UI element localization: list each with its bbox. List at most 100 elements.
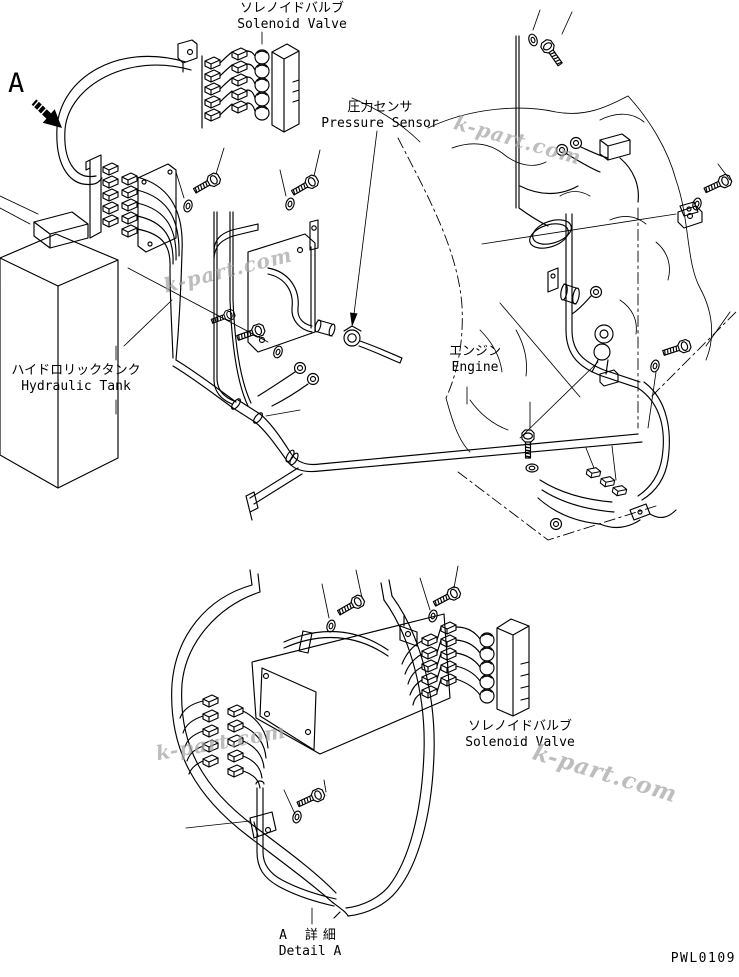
harness-tube — [565, 213, 641, 389]
sensor-body — [343, 329, 361, 347]
connector-pin — [204, 108, 221, 122]
connector-pin — [231, 47, 248, 61]
clamp-body — [563, 283, 577, 305]
wire-loop — [532, 219, 572, 245]
solenoid-valve-bottom-label: ソレノイドバルブ Solenoid Valve — [440, 719, 600, 752]
connector-pin — [202, 709, 219, 723]
clamp-cylinder — [560, 283, 568, 301]
relay-box — [599, 133, 631, 161]
ring-terminal — [293, 361, 307, 375]
engine-harness — [481, 9, 734, 531]
fastener-set-top — [175, 147, 321, 214]
washer — [284, 196, 296, 212]
label-en: Solenoid Valve — [237, 17, 347, 33]
pressure-sensor-label: 圧力センサ Pressure Sensor — [300, 100, 460, 133]
washer — [427, 608, 439, 624]
sensor-base — [593, 343, 611, 361]
arrow-a-icon — [31, 99, 62, 128]
wire — [246, 50, 256, 112]
bracket-plate — [247, 233, 316, 353]
pointer-arrowhead — [350, 312, 358, 327]
tank-top-box — [33, 211, 89, 249]
solenoid-coil — [254, 91, 270, 107]
wire — [64, 64, 192, 178]
boundary-chain-line — [397, 137, 463, 399]
connector-pin — [204, 56, 221, 70]
connector-pin — [202, 694, 219, 708]
wire — [537, 479, 615, 525]
connector-pin — [121, 211, 138, 225]
solenoid-coil — [479, 660, 495, 676]
tank-outline — [0, 233, 119, 489]
washer — [525, 463, 539, 473]
connector-pin — [440, 621, 457, 635]
wire — [169, 251, 183, 361]
connector-pin — [231, 87, 248, 101]
post-bend — [256, 851, 337, 907]
screw-hole — [263, 710, 271, 718]
label-jp: 圧力センサ — [347, 100, 413, 115]
sensor-hole — [599, 329, 609, 339]
pipe-line — [0, 195, 39, 225]
solenoid-valve-top-assembly — [177, 31, 300, 133]
label-en: Solenoid Valve — [465, 735, 575, 751]
washer — [649, 358, 661, 374]
bolt — [191, 171, 223, 197]
solenoid-coil — [254, 63, 270, 79]
connector-pin — [102, 201, 119, 215]
wire — [136, 176, 183, 269]
detail-a-assembly — [171, 565, 530, 925]
rod — [229, 211, 252, 407]
leader-line — [481, 213, 731, 439]
harness-sweep — [171, 584, 333, 903]
label-en: Hydraulic Tank — [21, 379, 131, 395]
fitting-cap — [253, 412, 263, 424]
plate-hole — [147, 241, 153, 247]
leader-line — [321, 569, 363, 619]
solenoid-coil — [479, 632, 495, 648]
top-left-harness-loop — [56, 55, 192, 186]
fitting-body — [317, 319, 333, 337]
leader-line — [419, 565, 459, 611]
wire — [519, 146, 639, 203]
connector-pin — [421, 672, 438, 686]
connector-pin — [227, 704, 244, 718]
sensor-housing — [594, 324, 614, 344]
washer — [271, 344, 285, 360]
mount-plate — [137, 163, 177, 253]
hydraulic-tank-label: ハイドロリックタンク Hydraulic Tank — [0, 363, 152, 396]
connector-pin — [440, 647, 457, 661]
grommet — [549, 517, 563, 531]
arrow-hatch — [32, 99, 48, 116]
label-en: Detail A — [278, 944, 342, 960]
hose — [267, 267, 313, 333]
leader-line — [185, 779, 327, 829]
connector-pin — [102, 188, 119, 202]
connector-pin — [599, 474, 616, 489]
washer — [291, 809, 303, 825]
bolt — [294, 786, 327, 811]
washer — [182, 198, 194, 214]
harness-sweep — [347, 595, 435, 917]
inner-plate — [259, 667, 317, 751]
connector-pin — [231, 60, 248, 74]
connector-pin — [102, 175, 119, 189]
leader-line — [127, 267, 269, 343]
solenoid-coil — [479, 688, 495, 704]
wire — [242, 710, 269, 789]
wire — [257, 371, 309, 407]
wire — [401, 640, 423, 706]
cross-wire — [283, 630, 389, 657]
solenoid-valve-block — [496, 618, 530, 717]
bolt — [701, 172, 734, 197]
engine-outline — [451, 113, 670, 431]
harness-tube — [284, 433, 643, 473]
leader-line — [585, 445, 617, 481]
solenoid-coil — [254, 77, 270, 93]
plate-hole — [167, 169, 173, 175]
solenoid-coil — [254, 105, 270, 121]
cover-panel — [251, 613, 451, 755]
fitting-cap — [328, 323, 336, 337]
connector-pin — [121, 198, 138, 212]
leader-line — [175, 147, 321, 199]
